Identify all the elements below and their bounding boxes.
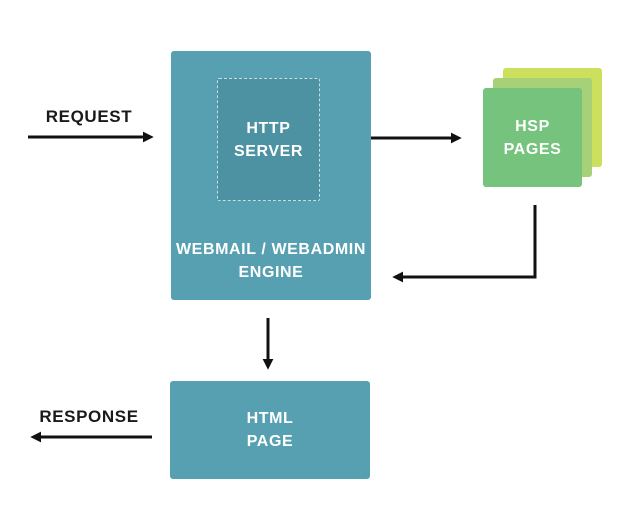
html-page-label: HTML PAGE	[247, 407, 294, 453]
request-label: REQUEST	[45, 107, 133, 126]
hsp-pages-label: HSP PAGES	[504, 115, 562, 161]
http-server-label-line2: SERVER	[233, 142, 304, 160]
engine-label-line1: WEBMAIL / WEBADMIN	[175, 241, 367, 258]
engine-label-line2: ENGINE	[238, 264, 304, 281]
http-server-label-line1: HTTP	[246, 119, 291, 137]
hsp-to-engine-arrow	[392, 205, 537, 283]
engine-label: WEBMAIL / WEBADMIN ENGINE	[171, 238, 371, 284]
html-page-box: HTML PAGE	[170, 381, 370, 479]
hsp-pages-label-line1: HSP	[515, 117, 550, 135]
response-label: RESPONSE	[39, 407, 139, 426]
hsp-page-front: HSP PAGES	[483, 88, 582, 187]
http-server-label: HTTP SERVER	[234, 117, 303, 163]
http-server-box: HTTP SERVER	[217, 78, 320, 201]
hsp-pages-stack: HSP PAGES	[483, 68, 602, 187]
engine-box: HTTP SERVER WEBMAIL / WEBADMIN ENGINE	[171, 51, 371, 300]
html-page-label-line2: PAGE	[246, 433, 294, 450]
html-page-label-line1: HTML	[246, 410, 294, 427]
hsp-pages-label-line2: PAGES	[503, 140, 562, 158]
